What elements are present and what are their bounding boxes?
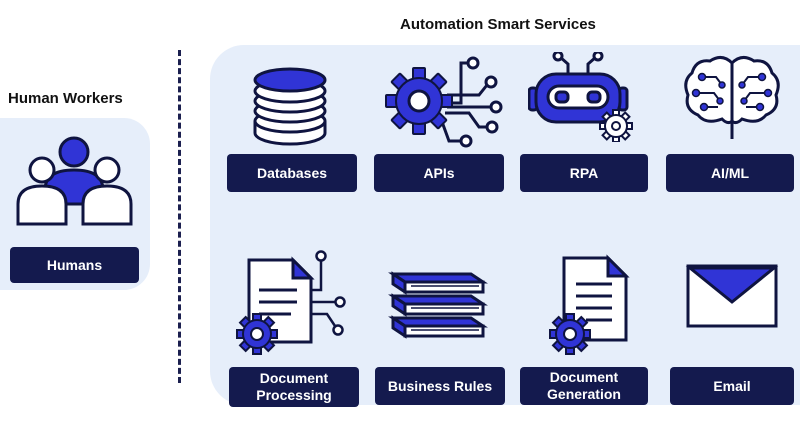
brain-circuit-icon [684, 56, 780, 139]
automation-services-title: Automation Smart Services [400, 16, 596, 33]
humans-label: Humans [10, 247, 139, 283]
email-label: Email [670, 367, 794, 405]
document-generation-label: Document Generation [520, 367, 648, 405]
apis-label: APIs [374, 154, 504, 192]
robot-icon [528, 52, 633, 142]
section-divider [178, 50, 181, 383]
document-processing-label: Document Processing [229, 367, 359, 407]
books-icon [388, 271, 488, 339]
people-group-icon [16, 136, 133, 226]
human-workers-title: Human Workers [8, 90, 123, 107]
document-gear-icon [236, 250, 346, 355]
database-icon [253, 67, 327, 146]
document-gear-icon [549, 254, 630, 355]
business-rules-label: Business Rules [375, 367, 505, 405]
api-gear-icon [385, 56, 503, 148]
databases-label: Databases [227, 154, 357, 192]
ai-ml-label: AI/ML [666, 154, 794, 192]
rpa-label: RPA [520, 154, 648, 192]
envelope-icon [685, 264, 779, 328]
